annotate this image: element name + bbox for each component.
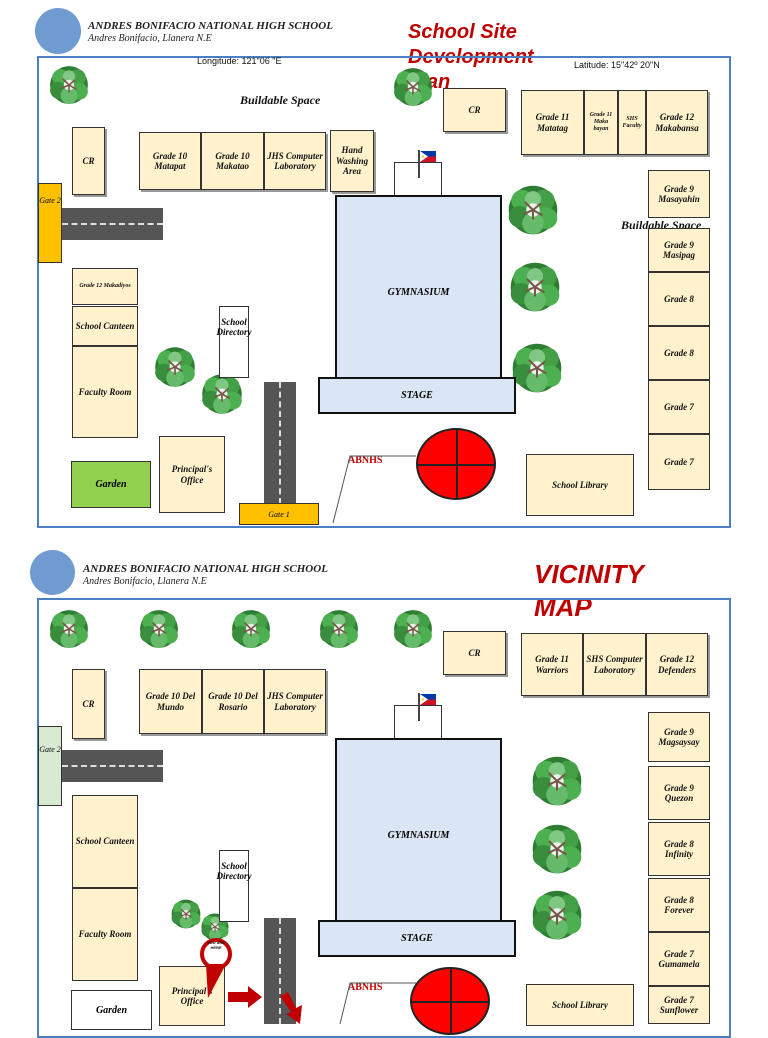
gate-1: Gate 1 (239, 503, 319, 525)
faculty-room: Faculty Room (72, 346, 138, 438)
tree-icon (510, 341, 564, 395)
school-library: School Library (526, 454, 634, 516)
tree-icon (392, 608, 434, 650)
philippine-flag-icon (420, 694, 436, 705)
tree-icon (200, 372, 244, 416)
cr-top: CR (443, 88, 506, 132)
you-are-here-label: YOU ARE HERE (206, 940, 226, 951)
stage: STAGE (318, 377, 516, 414)
school-directory: School Directory (217, 306, 252, 378)
grade7-sunflower: Grade 7 Sunflower (648, 986, 710, 1024)
grade8-forever: Grade 8 Forever (648, 878, 710, 932)
tree-icon (508, 260, 562, 314)
school-address: Andres Bonifacio, Llanera N.E (83, 576, 207, 587)
tree-icon (318, 608, 360, 650)
abnhs-label: ABNHS (348, 982, 383, 993)
grade12-defenders: Grade 12 Defenders (646, 633, 708, 696)
longitude-label: Longitude: 121"06 "E (197, 56, 282, 66)
school-logo (30, 550, 75, 595)
tree-icon (392, 66, 434, 108)
grade12-makabansa: Grade 12 Makabansa (646, 90, 708, 155)
tree-icon (48, 608, 90, 650)
stage: STAGE (318, 920, 516, 957)
faculty-room: Faculty Room (72, 888, 138, 981)
garden: Garden (71, 461, 151, 508)
grade8-b: Grade 8 (648, 326, 710, 380)
grade10-del-rosario: Grade 10 Del Rosario (202, 669, 264, 734)
cr-left: CR (72, 669, 105, 739)
flagpole (418, 693, 420, 721)
shs-computer-lab: SHS Computer Laboratory (583, 633, 646, 696)
gate-2: Gate 2 (38, 183, 62, 263)
grade11-matatag: Grade 11 Matatag (521, 90, 584, 155)
school-directory: School Directory (217, 850, 252, 922)
grade7-b: Grade 7 (648, 434, 710, 490)
shs-faculty: SHS Faculty (618, 90, 646, 155)
school-name: ANDRES BONIFACIO NATIONAL HIGH SCHOOL (88, 20, 333, 32)
abnhs-pointer-line (339, 982, 416, 1024)
you-are-here-marker (200, 938, 232, 998)
abnhs-label: ABNHS (348, 455, 383, 466)
flagpole (418, 150, 420, 178)
tree-icon (170, 898, 202, 930)
map2-title: VICINITY MAP (534, 559, 644, 622)
tree-icon (138, 608, 180, 650)
arrow-right-icon (228, 986, 262, 1008)
school-address: Andres Bonifacio, Llanera N.E (88, 33, 212, 44)
grade9-magsaysay: Grade 9 Magsaysay (648, 712, 710, 762)
philippine-flag-icon (420, 151, 436, 162)
helipad-circle (416, 428, 496, 500)
abnhs-pointer-line (332, 455, 416, 524)
school-canteen: School Canteen (72, 306, 138, 346)
tree-icon (506, 183, 560, 237)
cr-top: CR (443, 631, 506, 675)
grade8-a: Grade 8 (648, 272, 710, 326)
grade8-infinity: Grade 8 Infinity (648, 822, 710, 876)
school-canteen: School Canteen (72, 795, 138, 888)
tree-icon (530, 754, 584, 808)
road-gate2 (62, 750, 163, 782)
grade11-warriors: Grade 11 Warriors (521, 633, 583, 696)
grade9-masipag: Grade 9 Masipag (648, 228, 710, 272)
gymnasium: GYMNASIUM (335, 738, 502, 933)
cr-left: CR (72, 127, 105, 195)
grade10-matapat: Grade 10 Matapat (139, 132, 201, 190)
grade10-makatao: Grade 10 Makatao (201, 132, 264, 190)
school-name: ANDRES BONIFACIO NATIONAL HIGH SCHOOL (83, 563, 328, 575)
school-logo (35, 8, 81, 54)
tree-icon (530, 888, 584, 942)
tree-icon (230, 608, 272, 650)
grade7-gumamela: Grade 7 Gumamela (648, 932, 710, 986)
gymnasium: GYMNASIUM (335, 195, 502, 390)
grade11-makabayan: Grade 11 Maka bayan (584, 90, 618, 155)
garden: Garden (71, 990, 152, 1030)
grade7-a: Grade 7 (648, 380, 710, 434)
grade10-del-mundo: Grade 10 Del Mundo (139, 669, 202, 734)
hand-washing-area: Hand Washing Area (330, 130, 374, 192)
map1-frame (37, 56, 731, 528)
gate-2: Gate 2 (38, 726, 62, 806)
grade9-masayahin: Grade 9 Masayahin (648, 170, 710, 218)
buildable-space-label: Buildable Space (240, 93, 321, 107)
arrow-down-right-icon (280, 992, 302, 1024)
jhs-computer-lab: JHS Computer Laboratory (264, 669, 326, 734)
helipad-circle (410, 967, 490, 1035)
tree-icon (153, 345, 197, 389)
grade9-quezon: Grade 9 Quezon (648, 766, 710, 820)
gate-2-label: Gate 2 (39, 745, 61, 754)
tree-icon (530, 822, 584, 876)
latitude-label: Latitude: 15"42º 20"N (574, 60, 660, 70)
grade12-makadiyos: Grade 12 Makadiyos (72, 268, 138, 305)
jhs-computer-lab: JHS Computer Laboratory (264, 132, 326, 190)
road-gate1 (264, 382, 296, 504)
school-library: School Library (526, 984, 634, 1026)
road-gate2 (62, 208, 163, 240)
gate-2-label: Gate 2 (39, 196, 61, 205)
principals-office: Principal's Office (159, 436, 225, 513)
tree-icon (48, 64, 90, 106)
